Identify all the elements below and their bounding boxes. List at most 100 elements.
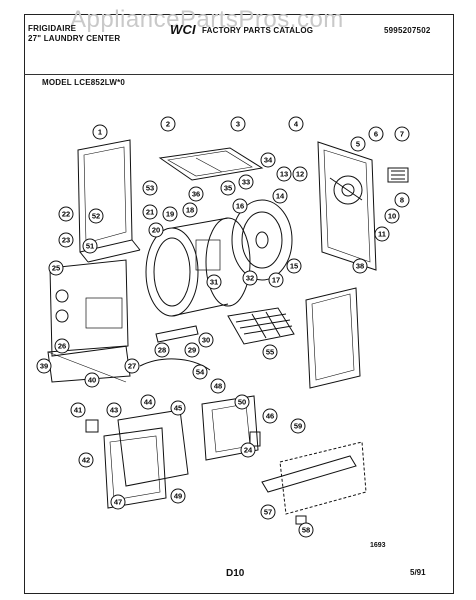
catalog-number: 5995207502 bbox=[384, 26, 431, 35]
callout-39: 39 bbox=[36, 358, 52, 374]
callout-label: 20 bbox=[152, 226, 160, 235]
callout-27: 27 bbox=[124, 358, 140, 374]
callout-label: 17 bbox=[272, 276, 280, 285]
callout-3: 3 bbox=[230, 116, 246, 132]
callout-35: 35 bbox=[220, 180, 236, 196]
callout-label: 36 bbox=[192, 190, 200, 199]
revision-date: 5/91 bbox=[410, 568, 426, 577]
part-bulkhead bbox=[231, 199, 293, 281]
callout-17: 17 bbox=[268, 272, 284, 288]
callout-45: 45 bbox=[170, 400, 186, 416]
callout-7: 7 bbox=[394, 126, 410, 142]
callout-20: 20 bbox=[148, 222, 164, 238]
part-right-panel bbox=[305, 287, 361, 389]
callout-label: 28 bbox=[158, 346, 166, 355]
callout-label: 43 bbox=[110, 406, 118, 415]
callout-32: 32 bbox=[242, 270, 258, 286]
callout-49: 49 bbox=[170, 488, 186, 504]
part-side-panel bbox=[77, 139, 141, 263]
callout-label: 10 bbox=[388, 212, 396, 221]
callout-30: 30 bbox=[198, 332, 214, 348]
callout-55: 55 bbox=[262, 344, 278, 360]
part-kickplate bbox=[47, 345, 131, 383]
callout-label: 3 bbox=[236, 120, 240, 129]
callout-14: 14 bbox=[272, 188, 288, 204]
callout-label: 42 bbox=[82, 456, 90, 465]
callout-label: 53 bbox=[146, 184, 154, 193]
callout-label: 25 bbox=[52, 264, 60, 273]
callout-label: 41 bbox=[74, 406, 82, 415]
callout-label: 12 bbox=[296, 170, 304, 179]
callout-4: 4 bbox=[288, 116, 304, 132]
callout-52: 52 bbox=[88, 208, 104, 224]
callout-label: 24 bbox=[244, 446, 253, 455]
callout-label: 26 bbox=[58, 342, 66, 351]
callout-23: 23 bbox=[58, 232, 74, 248]
callout-57: 57 bbox=[260, 504, 276, 520]
callout-label: 2 bbox=[166, 120, 170, 129]
callout-label: 58 bbox=[302, 526, 310, 535]
callout-label: 6 bbox=[374, 130, 378, 139]
catalog-title: FACTORY PARTS CATALOG bbox=[202, 26, 314, 35]
callout-label: 34 bbox=[264, 156, 273, 165]
watermark: AppliancePartsPros.com bbox=[70, 6, 344, 33]
callout-34: 34 bbox=[260, 152, 276, 168]
callout-label: 33 bbox=[242, 178, 250, 187]
callout-label: 52 bbox=[92, 212, 100, 221]
callout-label: 15 bbox=[290, 262, 298, 271]
part-bracket bbox=[155, 325, 199, 343]
callout-label: 4 bbox=[294, 120, 299, 129]
callout-22: 22 bbox=[58, 206, 74, 222]
callout-41: 41 bbox=[70, 402, 86, 418]
part-outer-door bbox=[103, 409, 189, 509]
callout-label: 35 bbox=[224, 184, 232, 193]
callout-label: 21 bbox=[146, 208, 154, 217]
callout-label: 49 bbox=[174, 492, 182, 501]
part-drum bbox=[145, 217, 251, 317]
callout-label: 19 bbox=[166, 210, 174, 219]
callout-46: 46 bbox=[262, 408, 278, 424]
callout-label: 7 bbox=[400, 130, 404, 139]
callout-label: 57 bbox=[264, 508, 272, 517]
part-rear-panel bbox=[317, 141, 377, 271]
catalog-logo: WCI bbox=[170, 22, 196, 37]
part-toe-rail bbox=[261, 441, 367, 525]
figure-code: 1693 bbox=[370, 542, 386, 549]
callout-19: 19 bbox=[162, 206, 178, 222]
callout-1: 1 bbox=[92, 124, 108, 140]
model-line: MODEL LCE852LW*0 bbox=[42, 78, 126, 87]
callout-11: 11 bbox=[374, 226, 390, 242]
callout-51: 51 bbox=[82, 238, 98, 254]
callout-label: 14 bbox=[276, 192, 285, 201]
callout-43: 43 bbox=[106, 402, 122, 418]
callout-label: 32 bbox=[246, 274, 254, 283]
part-latch bbox=[85, 419, 99, 433]
callout-label: 38 bbox=[356, 262, 364, 271]
callout-label: 51 bbox=[86, 242, 94, 251]
callout-label: 45 bbox=[174, 404, 182, 413]
callout-15: 15 bbox=[286, 258, 302, 274]
page-number: D10 bbox=[226, 568, 245, 579]
part-drying-rack bbox=[227, 307, 295, 345]
callout-47: 47 bbox=[110, 494, 126, 510]
callout-label: 40 bbox=[88, 376, 96, 385]
page-frame bbox=[24, 14, 454, 594]
callout-label: 48 bbox=[214, 382, 222, 391]
callout-label: 31 bbox=[210, 278, 218, 287]
part-vent bbox=[387, 167, 409, 183]
callout-label: 16 bbox=[236, 202, 244, 211]
callout-42: 42 bbox=[78, 452, 94, 468]
callout-28: 28 bbox=[154, 342, 170, 358]
part-hinge bbox=[249, 431, 261, 447]
callout-label: 39 bbox=[40, 362, 48, 371]
callout-31: 31 bbox=[206, 274, 222, 290]
callout-10: 10 bbox=[384, 208, 400, 224]
part-front-panel bbox=[49, 259, 129, 357]
callout-label: 47 bbox=[114, 498, 122, 507]
callout-2: 2 bbox=[160, 116, 176, 132]
callout-40: 40 bbox=[84, 372, 100, 388]
callout-label: 1 bbox=[98, 128, 102, 137]
callout-21: 21 bbox=[142, 204, 158, 220]
callout-16: 16 bbox=[232, 198, 248, 214]
